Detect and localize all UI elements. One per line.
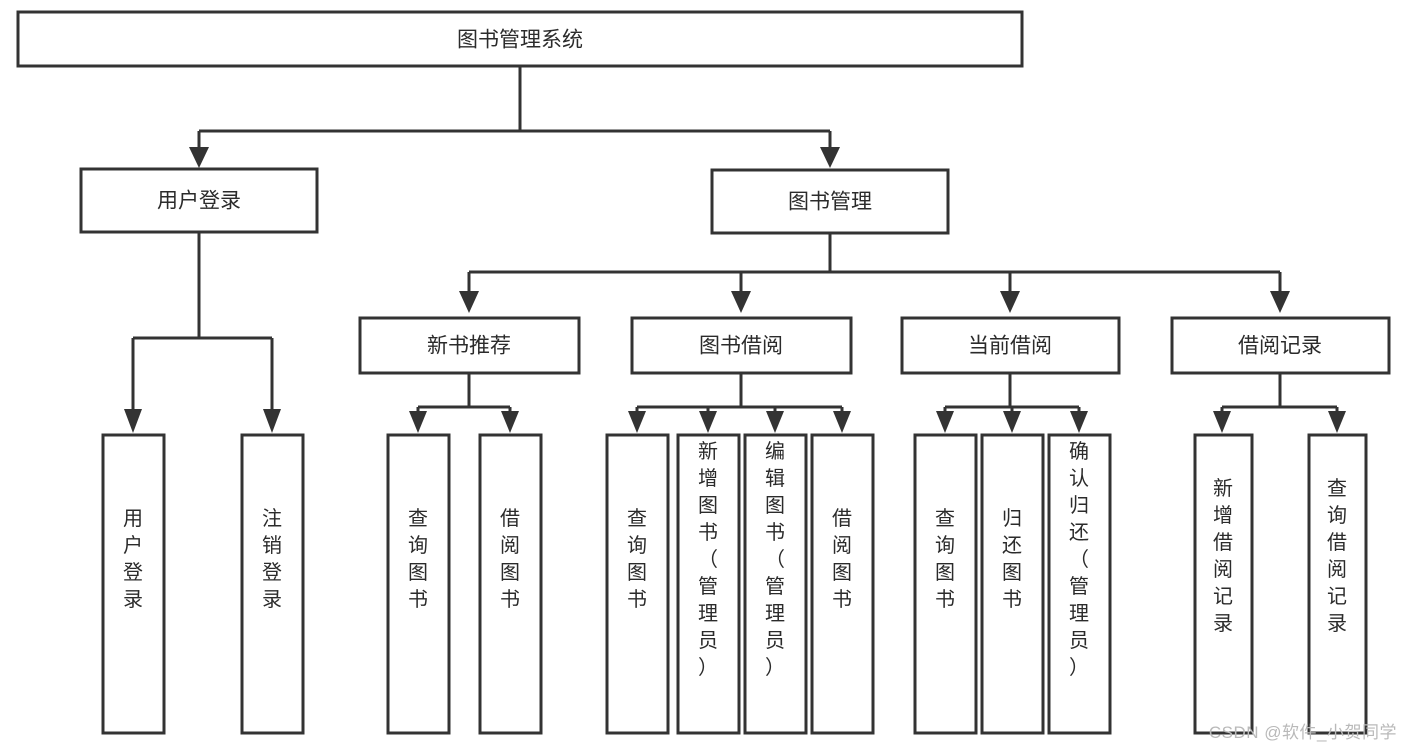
node-leaf-rec-add-box[interactable] — [1193, 433, 1254, 735]
node-leaf-user-logout-box[interactable] — [240, 433, 305, 735]
node-current-borrow-box[interactable] — [900, 316, 1121, 375]
node-leaf-cur-return-box[interactable] — [980, 433, 1045, 735]
arrow-head-current-borrow — [1000, 291, 1020, 313]
node-new-book-rec-label: 新书推荐 — [427, 335, 511, 358]
arrow-head-book-borrow — [731, 291, 751, 313]
arrow-head-leaf-user-login — [124, 409, 142, 433]
node-book-borrow[interactable]: 图书借阅 — [630, 316, 853, 375]
connector-group-user-login — [124, 232, 281, 433]
node-leaf-borrow-add-label: 新增图书（管理员） — [698, 440, 718, 679]
node-leaf-rec-add-label: 新增借阅记录 — [1213, 477, 1233, 635]
node-book-borrow-box[interactable] — [630, 316, 853, 375]
node-leaf-borrow-add[interactable]: 新增图书（管理员） — [676, 433, 741, 735]
arrow-head-new-book-rec — [459, 291, 479, 313]
node-borrow-record[interactable]: 借阅记录 — [1170, 316, 1391, 375]
arrow-head-leaf-borrow-lend — [833, 411, 851, 433]
node-leaf-cur-confirm[interactable]: 确认归还（管理员） — [1047, 433, 1112, 735]
node-leaf-rec-query-box[interactable] — [386, 433, 451, 735]
node-leaf-rec-query[interactable]: 查询图书 — [386, 433, 451, 735]
node-new-book-rec-box[interactable] — [358, 316, 581, 375]
node-leaf-borrow-query[interactable]: 查询图书 — [605, 433, 670, 735]
node-user-login[interactable]: 用户登录 — [79, 167, 319, 234]
node-leaf-user-logout[interactable]: 注销登录 — [240, 433, 305, 735]
node-leaf-rec-borrow-box[interactable] — [478, 433, 543, 735]
node-leaf-borrow-lend[interactable]: 借阅图书 — [810, 433, 875, 735]
arrow-head-leaf-rec-search — [1328, 411, 1346, 433]
connector-group-book-manage — [459, 233, 1290, 313]
connector-group-new-book-rec — [409, 373, 519, 433]
node-borrow-record-label: 借阅记录 — [1238, 335, 1322, 358]
node-leaf-cur-query-box[interactable] — [913, 433, 978, 735]
arrow-head-leaf-borrow-query — [628, 411, 646, 433]
node-root-box[interactable] — [16, 10, 1024, 68]
node-leaf-user-login-box[interactable] — [101, 433, 166, 735]
node-leaf-borrow-lend-label: 借阅图书 — [832, 507, 852, 611]
node-leaf-rec-borrow[interactable]: 借阅图书 — [478, 433, 543, 735]
node-current-borrow[interactable]: 当前借阅 — [900, 316, 1121, 375]
node-book-borrow-label: 图书借阅 — [699, 335, 783, 358]
node-root[interactable]: 图书管理系统 — [16, 10, 1024, 68]
arrow-head-leaf-cur-confirm — [1070, 411, 1088, 433]
arrow-head-leaf-borrow-add — [699, 411, 717, 433]
node-leaf-user-login-label: 用户登录 — [123, 508, 143, 611]
node-leaf-cur-confirm-label: 确认归还（管理员） — [1069, 440, 1089, 679]
node-leaf-cur-return[interactable]: 归还图书 — [980, 433, 1045, 735]
node-leaf-borrow-query-label: 查询图书 — [627, 507, 647, 611]
node-book-manage[interactable]: 图书管理 — [710, 168, 950, 235]
node-leaf-cur-return-label: 归还图书 — [1002, 507, 1022, 611]
arrow-head-borrow-record — [1270, 291, 1290, 313]
connector-group-current-borrow — [936, 373, 1088, 433]
node-leaf-borrow-edit-box[interactable] — [743, 433, 808, 735]
node-leaf-cur-query[interactable]: 查询图书 — [913, 433, 978, 735]
arrow-head-leaf-rec-query — [409, 411, 427, 433]
node-book-manage-label: 图书管理 — [788, 191, 872, 214]
node-current-borrow-label: 当前借阅 — [968, 335, 1052, 358]
connector-group-borrow-record — [1213, 373, 1346, 433]
node-leaf-rec-search-label: 查询借阅记录 — [1327, 477, 1347, 635]
arrow-head-leaf-cur-return — [1003, 411, 1021, 433]
node-leaf-cur-confirm-box[interactable] — [1047, 433, 1112, 735]
node-leaf-user-login[interactable]: 用户登录 — [101, 433, 166, 735]
node-leaf-rec-search-box[interactable] — [1307, 433, 1368, 735]
arrow-head-leaf-user-logout — [263, 409, 281, 433]
node-leaf-borrow-lend-box[interactable] — [810, 433, 875, 735]
node-book-manage-box[interactable] — [710, 168, 950, 235]
node-leaf-borrow-edit-label: 编辑图书（管理员） — [765, 440, 785, 679]
connector-group-root — [189, 66, 840, 168]
node-leaf-rec-borrow-label: 借阅图书 — [500, 507, 520, 611]
node-leaf-borrow-add-box[interactable] — [676, 433, 741, 735]
node-leaf-rec-search[interactable]: 查询借阅记录 — [1307, 433, 1368, 735]
node-leaf-rec-add[interactable]: 新增借阅记录 — [1193, 433, 1254, 735]
arrow-head-user-login — [189, 147, 209, 168]
node-leaf-borrow-edit[interactable]: 编辑图书（管理员） — [743, 433, 808, 735]
node-new-book-rec[interactable]: 新书推荐 — [358, 316, 581, 375]
node-user-login-box[interactable] — [79, 167, 319, 234]
arrow-head-leaf-rec-add — [1213, 411, 1231, 433]
node-user-login-label: 用户登录 — [157, 190, 241, 213]
node-leaf-user-logout-label: 注销登录 — [262, 507, 282, 611]
arrow-head-leaf-borrow-edit — [766, 411, 784, 433]
arrow-head-book-manage — [820, 147, 840, 168]
node-leaf-rec-query-label: 查询图书 — [408, 507, 428, 611]
arrow-head-leaf-rec-borrow — [501, 411, 519, 433]
connector-group-book-borrow — [628, 373, 851, 433]
node-leaf-cur-query-label: 查询图书 — [935, 507, 955, 611]
node-root-label: 图书管理系统 — [457, 29, 583, 52]
arrow-head-leaf-cur-query — [936, 411, 954, 433]
node-leaf-borrow-query-box[interactable] — [605, 433, 670, 735]
node-borrow-record-box[interactable] — [1170, 316, 1391, 375]
